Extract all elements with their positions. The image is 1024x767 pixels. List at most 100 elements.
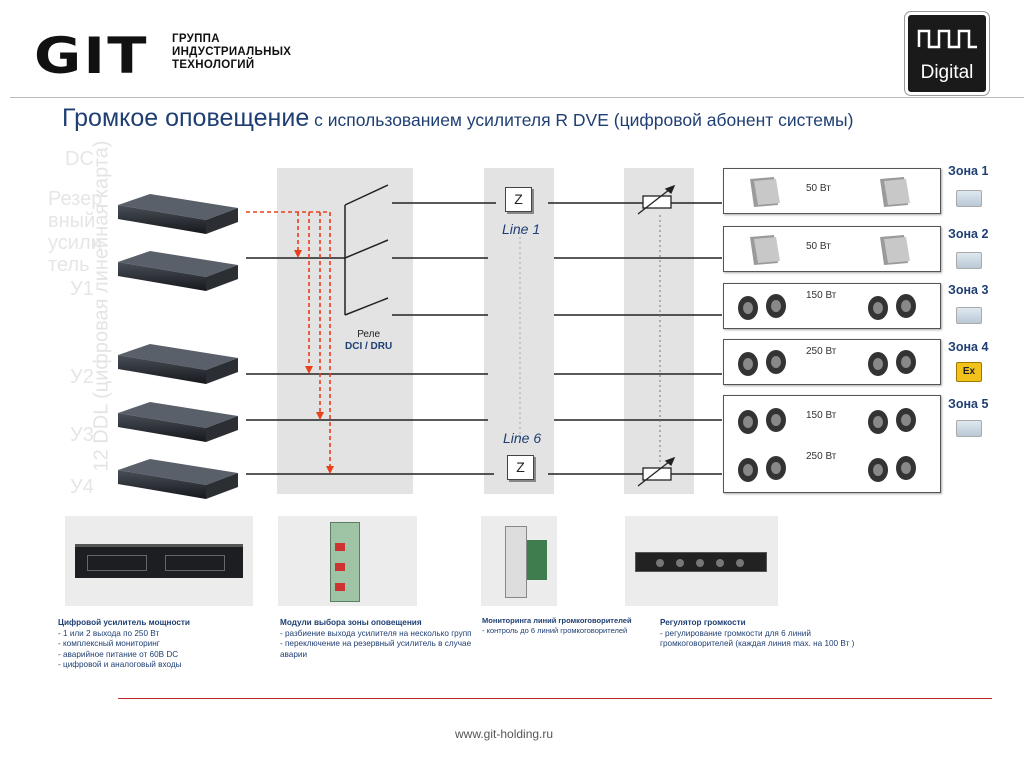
zone-2-label: Зона 2 — [948, 227, 989, 241]
page-title: Громкое оповещение с использованием усил… — [62, 104, 853, 133]
ceiling-speaker-icon — [880, 177, 910, 207]
ceiling-speaker-icon — [750, 177, 780, 207]
amplifier-3 — [118, 402, 238, 442]
caption-line-monitor-item: - контроль до 6 линий громкоговорителей — [482, 625, 628, 635]
caption-amplifier-item: - комплексный мониторинг — [58, 639, 160, 648]
digital-badge: Digital — [905, 12, 989, 95]
amplifier-1 — [118, 251, 238, 291]
horn-speaker-icon — [738, 350, 786, 376]
zone-module-photo — [278, 516, 417, 606]
zone-3-box: 150 Вт — [723, 283, 941, 329]
watermark-reserve-1: Резер — [48, 188, 103, 210]
explosion-proof-icon: Ex — [956, 362, 982, 382]
monitor-card-board — [527, 540, 547, 580]
ceiling-zone-icon — [956, 252, 982, 269]
watermark-reserve-2: вный — [48, 210, 96, 232]
watermark-u2: У2 — [70, 366, 94, 388]
digital-label: Digital — [920, 62, 974, 83]
line-monitor-panel — [484, 168, 554, 494]
monitor-card-front — [505, 526, 527, 598]
volume-regulator-panel — [624, 168, 694, 494]
caption-zone-module-item: - разбиение выхода усилителя на нескольк… — [280, 628, 472, 638]
relay-label: Реле DCI / DRU — [345, 329, 392, 353]
zone-4-label: Зона 4 — [948, 340, 989, 354]
watermark-reserve: Резер вный усили тель — [48, 188, 102, 276]
zone-3-watt: 150 Вт — [806, 290, 837, 301]
square-wave-icon — [917, 29, 977, 49]
watermark-reserve-3: усили — [48, 232, 102, 254]
title-subtitle: с использованием усилителя R DVE (цифров… — [309, 110, 854, 130]
ceiling-speaker-icon — [880, 235, 910, 265]
caption-line-monitor-title: Мониторинга линий громкоговорителей — [482, 616, 632, 625]
footer-divider — [118, 698, 992, 699]
watermark-reserve-4: тель — [48, 254, 90, 276]
caption-amplifier: Цифровой усилитель мощности - 1 или 2 вы… — [58, 618, 268, 671]
caption-volume-regulator-item: - регулирование громкости для 6 линий гр… — [660, 628, 855, 649]
caption-zone-module-item: - переключение на резервный усилитель в … — [280, 639, 472, 659]
amplifier-4 — [118, 459, 238, 499]
horn-speaker-icon — [738, 408, 786, 434]
zone-1-label: Зона 1 — [948, 164, 989, 178]
zone-5-watt-1: 150 Вт — [806, 410, 837, 421]
outdoor-zone-icon — [956, 420, 982, 437]
volume-regulator-symbol-1 — [637, 184, 676, 215]
horn-speaker-icon — [868, 350, 916, 376]
zone-5-label: Зона 5 — [948, 397, 989, 411]
volume-regulator-photo — [625, 516, 778, 606]
relay-label-line-2: DCI / DRU — [345, 341, 393, 352]
caption-zone-module: Модули выбора зоны оповещения - разбиени… — [280, 618, 480, 660]
zone-1-watt: 50 Вт — [806, 183, 831, 194]
amplifier-2 — [118, 344, 238, 384]
horn-speaker-icon — [738, 456, 786, 482]
ceiling-speaker-icon — [750, 235, 780, 265]
regulator-front-panel — [635, 552, 767, 572]
horn-speaker-icon — [738, 294, 786, 320]
outdoor-zone-icon — [956, 307, 982, 324]
caption-amplifier-item: - цифровой и аналоговый входы — [58, 660, 182, 669]
caption-amplifier-title: Цифровой усилитель мощности — [58, 618, 190, 627]
git-logo: GIT — [34, 27, 149, 85]
horn-speaker-icon — [868, 408, 916, 434]
watermark-u4: У4 — [70, 476, 94, 498]
amplifier-photo — [65, 516, 253, 606]
zone-1-box: 50 Вт — [723, 168, 941, 214]
z-box-line-1: Z — [505, 187, 532, 212]
watermark-dc: DC — [65, 148, 94, 170]
watermark-u1: У1 — [70, 278, 94, 300]
header-divider — [10, 97, 1024, 98]
amplifier-reserve — [118, 194, 238, 234]
line-monitor-photo — [481, 516, 557, 606]
zone-3-label: Зона 3 — [948, 283, 989, 297]
line-6-label: Line 6 — [503, 430, 542, 446]
volume-regulator-symbol-6 — [637, 456, 676, 487]
caption-amplifier-item: - 1 или 2 выхода по 250 Вт — [58, 628, 160, 638]
zone-2-box: 50 Вт — [723, 226, 941, 272]
logo-subtitle: ГРУППА ИНДУСТРИАЛЬНЫХ ТЕХНОЛОГИЙ — [172, 33, 291, 72]
logo-sub-line-2: ИНДУСТРИАЛЬНЫХ — [172, 46, 292, 58]
zone-4-box: 250 Вт — [723, 339, 941, 385]
footer-url[interactable]: www.git-holding.ru — [455, 727, 554, 741]
title-main: Громкое оповещение — [62, 104, 310, 132]
relay-label-line-1: Реле — [357, 329, 381, 340]
z-box-line-6: Z — [507, 455, 534, 480]
logo-sub-line-3: ТЕХНОЛОГИЙ — [172, 59, 255, 71]
zone-5-box: 150 Вт 250 Вт — [723, 395, 941, 493]
ceiling-zone-icon — [956, 190, 982, 207]
logo-sub-line-1: ГРУППА — [172, 33, 220, 45]
caption-volume-regulator-title: Регулятор громкости — [660, 618, 746, 627]
zone-module-board — [330, 522, 360, 602]
amplifier-front-panel — [75, 544, 243, 578]
horn-speaker-icon — [868, 294, 916, 320]
caption-zone-module-title: Модули выбора зоны оповещения — [280, 618, 422, 627]
caption-volume-regulator: Регулятор громкости - регулирование гром… — [660, 618, 860, 650]
caption-amplifier-item: - аварийное питание от 60В DC — [58, 649, 179, 659]
horn-speaker-icon — [868, 456, 916, 482]
zone-4-watt: 250 Вт — [806, 346, 837, 357]
caption-line-monitor: Мониторинга линий громкоговорителей - ко… — [482, 616, 647, 635]
zone-2-watt: 50 Вт — [806, 241, 831, 252]
reserve-switch-arrows — [246, 211, 331, 466]
zone-5-watt-2: 250 Вт — [806, 451, 837, 462]
watermark-u3: У3 — [70, 424, 94, 446]
line-1-label: Line 1 — [502, 221, 541, 237]
